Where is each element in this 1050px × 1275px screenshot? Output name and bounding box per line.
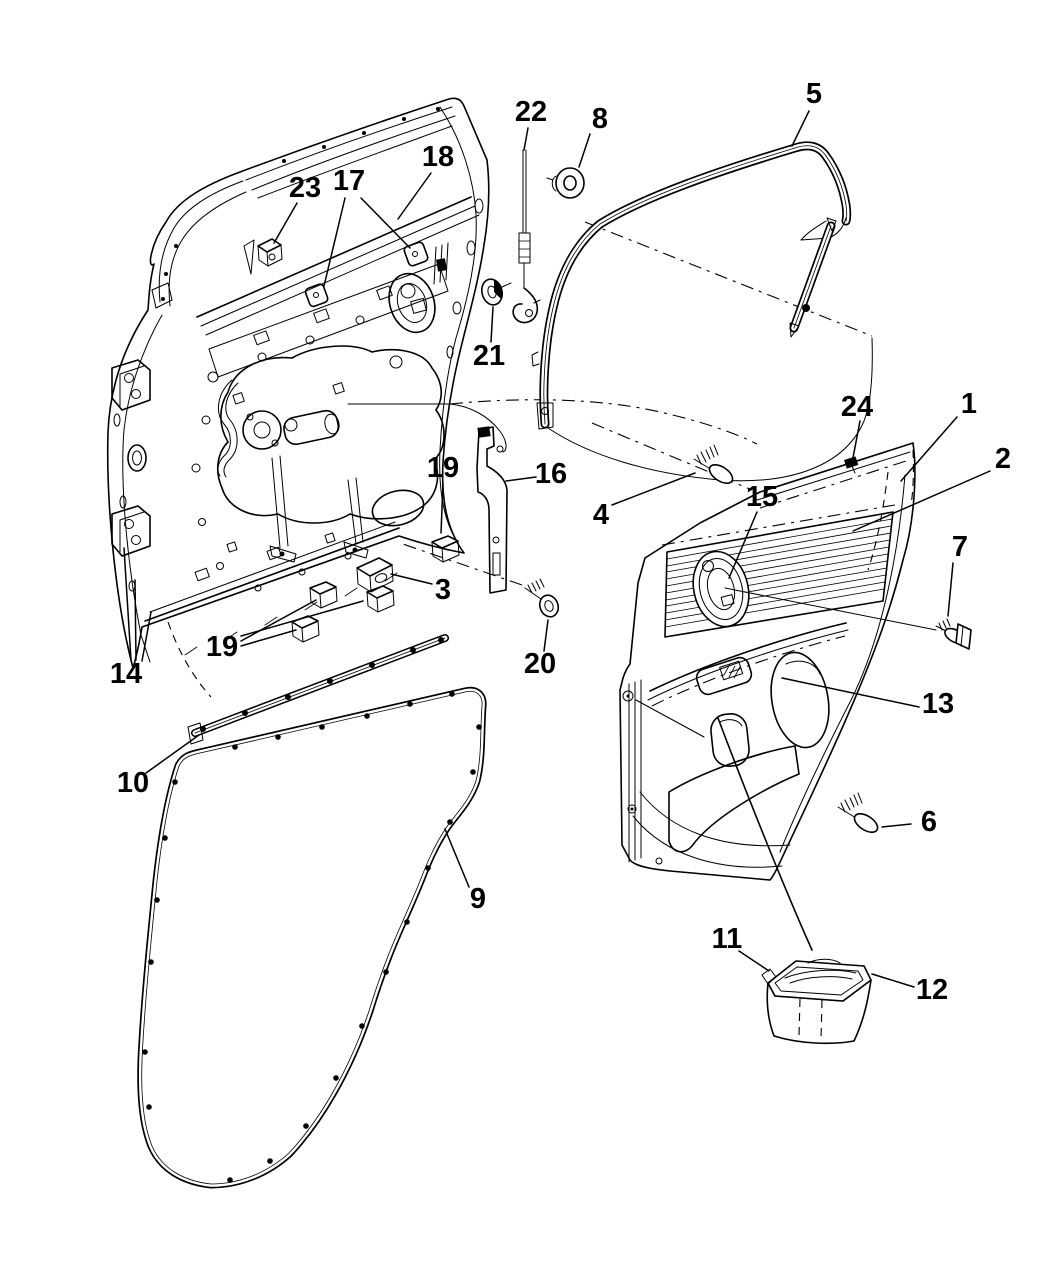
leader-line-7: [947, 562, 954, 617]
leader-line-16: [505, 476, 537, 482]
clip-23: [243, 238, 283, 275]
callout-12: 12: [916, 974, 948, 1006]
leader-line-12: [871, 973, 915, 988]
leader-line-11: [738, 950, 770, 972]
leader-line-19: [440, 482, 444, 534]
bracket-16: [476, 426, 508, 594]
clip-17-rear: [403, 241, 429, 267]
callout-15: 15: [746, 481, 778, 513]
callout-10: 10: [117, 767, 149, 799]
callout-14: 14: [110, 658, 142, 690]
leader-line-22: [523, 127, 529, 151]
callout-layer: 1234567891011121314151617181919202122232…: [110, 78, 1011, 1006]
leader-line-9: [444, 828, 470, 888]
seal-rivets: [142, 691, 482, 1183]
leader-line-17: [360, 197, 411, 249]
bolster-ribs: [664, 518, 893, 628]
door-seal-9: [137, 686, 487, 1189]
screw-20: [399, 542, 560, 618]
callout-18: 18: [422, 141, 454, 173]
door-trim-panel: [619, 442, 916, 951]
callout-20: 20: [524, 648, 556, 680]
callout-21: 21: [473, 340, 505, 372]
belt-molding-10: [187, 634, 449, 745]
leader-line-15: [728, 511, 758, 579]
leader-line-14: [141, 611, 152, 662]
speaker-grille-15: [692, 550, 750, 628]
callout-17: 17: [333, 165, 365, 197]
leader-line-14: [123, 547, 132, 661]
lock-rod-22: [512, 149, 539, 324]
leader-line-18: [397, 172, 432, 220]
push-pin-6: [837, 792, 879, 833]
grommet-8: [546, 167, 585, 199]
door-inner-panel: [106, 97, 507, 669]
callout-2: 2: [995, 443, 1011, 475]
leader-line-13: [781, 677, 920, 708]
leader-line-6: [881, 823, 912, 828]
door-hinge-lower: [111, 505, 151, 557]
callout-1: 1: [961, 388, 977, 420]
callout-7: 7: [952, 531, 968, 563]
callout-9: 9: [470, 883, 486, 915]
leader-line-23: [273, 202, 298, 244]
push-pin-4: [693, 444, 734, 484]
leader-line-24: [851, 420, 861, 464]
door-hinge-upper: [111, 359, 151, 411]
callout-16: 16: [535, 458, 567, 490]
callout-22: 22: [515, 96, 547, 128]
callout-8: 8: [592, 103, 608, 135]
leader-line-20: [543, 619, 549, 652]
leader-line-2: [852, 470, 991, 532]
leader-line-1: [900, 416, 958, 482]
clip-3: [356, 557, 394, 593]
callout-3: 3: [435, 574, 451, 606]
callout-24: 24: [841, 391, 873, 423]
leader-line-19: [240, 599, 317, 642]
callout-6: 6: [921, 806, 937, 838]
leader-line-5: [791, 110, 810, 147]
clip-17-front: [304, 283, 329, 308]
callout-4: 4: [593, 499, 609, 531]
callout-5: 5: [806, 78, 822, 110]
leader-line-4: [611, 472, 696, 506]
callout-19: 19: [206, 631, 238, 663]
callout-11: 11: [712, 923, 743, 955]
hex-bolt-7: [724, 587, 972, 650]
leader-line-3: [390, 573, 433, 585]
leader-line-21: [490, 306, 494, 343]
leader-line-19: [240, 629, 297, 647]
leader-line-10: [145, 734, 200, 774]
leader-line-19: [240, 600, 364, 637]
window-switch: [719, 660, 744, 681]
retainer-24: [844, 456, 859, 474]
glass-run-seal-5: [531, 141, 852, 430]
leader-line-14: [134, 579, 137, 661]
retainer-clip-21: [480, 278, 512, 306]
callout-19: 19: [427, 452, 459, 484]
leader-line-8: [578, 133, 591, 168]
callout-13: 13: [922, 688, 954, 720]
storage-bin-11-12: [761, 958, 872, 1045]
window-regulator: [217, 379, 369, 563]
leader-line-17: [323, 197, 346, 287]
callout-23: 23: [289, 172, 321, 204]
